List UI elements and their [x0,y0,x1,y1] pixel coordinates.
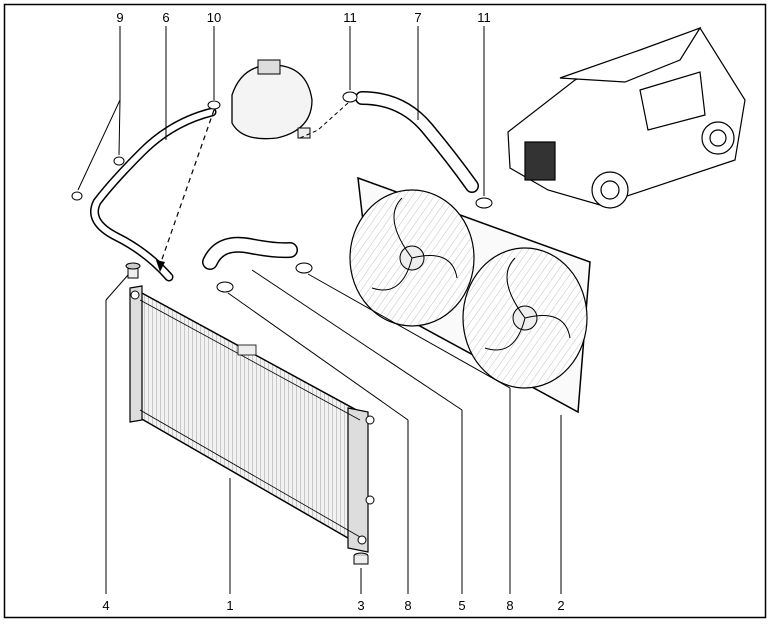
radiator-bleed-plug [125,262,141,279]
clamps [71,91,493,293]
vapour-hose [90,107,217,282]
callout-label: 3 [357,598,364,613]
callout-label: 11 [477,10,491,25]
callout-label: 2 [557,598,564,613]
routing-arrow [156,260,165,272]
expansion-tank [231,59,313,140]
leader-lines [77,26,562,594]
drain-plug [353,552,369,565]
callout-label: 7 [414,10,421,25]
callout-label: 8 [404,598,411,613]
callout-label: 9 [116,10,123,25]
callout-label: 5 [458,598,465,613]
routing-line-dashed [159,109,215,266]
callout-labels: 9 6 10 11 7 11 4 1 3 8 5 8 2 [102,10,564,613]
radiator [129,285,375,553]
callout-label: 1 [226,598,233,613]
callout-label: 4 [102,598,109,613]
outer-border [3,3,767,619]
callout-label: 6 [162,10,169,25]
vehicle-illustration [507,26,746,209]
callout-label: 8 [506,598,513,613]
callout-label: 11 [343,10,357,25]
callout-label: 10 [207,10,221,25]
fan-shroud-assembly [349,176,591,414]
